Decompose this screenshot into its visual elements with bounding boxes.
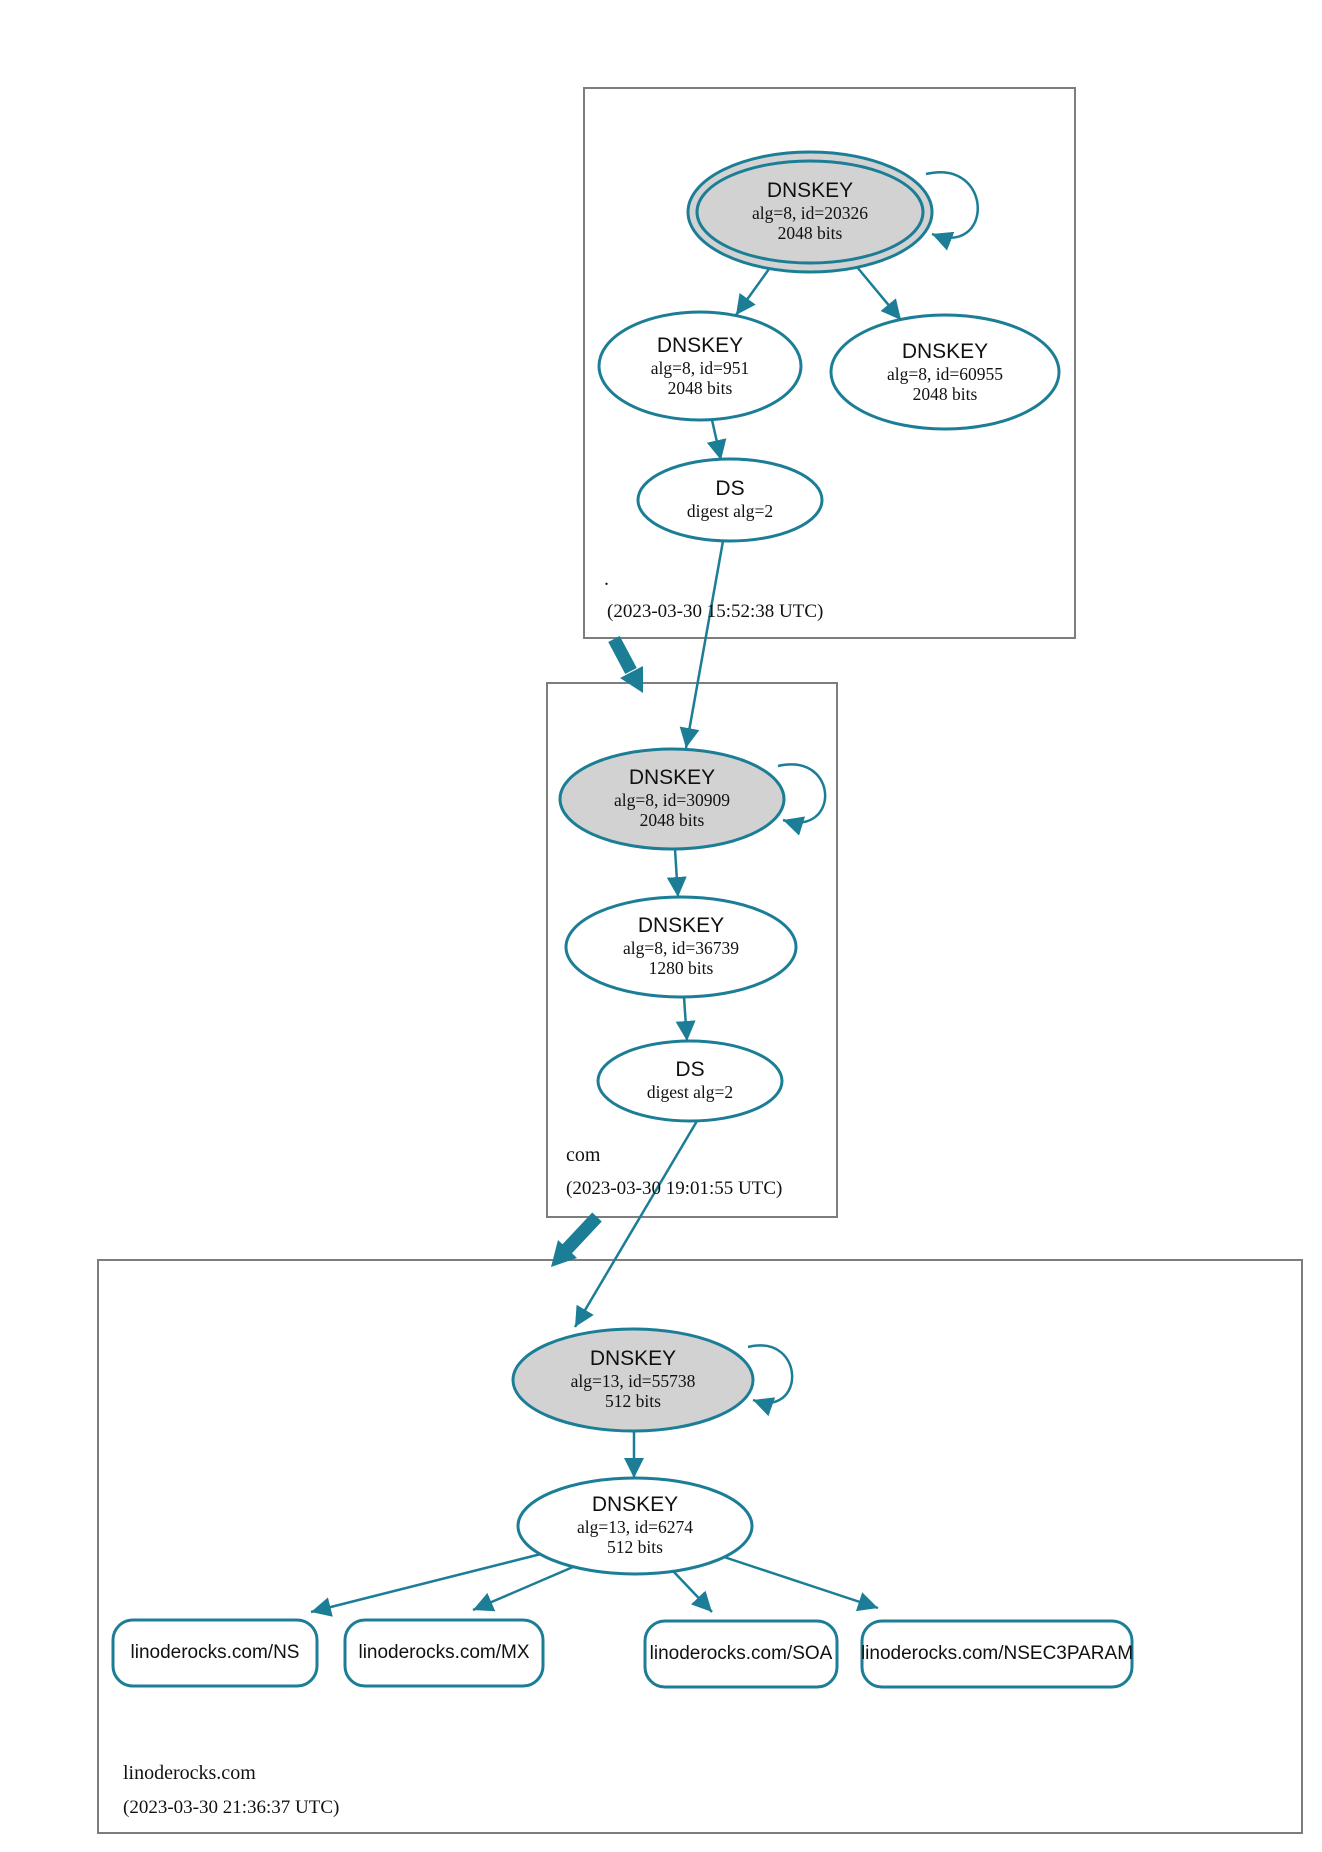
edge-6274-to-mx: [472, 1565, 574, 1612]
rrset-soa-label: linoderocks.com/SOA: [649, 1643, 833, 1664]
node-dnskey-20326-inner-ring: [695, 159, 925, 265]
node-dnskey-20326: [686, 150, 934, 274]
zone-box-com: [546, 682, 838, 1218]
dnskey-30909-bits: 2048 bits: [639, 810, 705, 830]
label-dnskey-6274: DNSKEY alg=13, id=6274 512 bits: [577, 1493, 693, 1557]
edge-zone-root-to-com-head: [620, 666, 643, 693]
label-ds-root: DS digest alg=2: [687, 477, 773, 521]
dnskey-30909-title: DNSKEY: [628, 766, 716, 789]
edge-zone-root-to-com: [608, 635, 637, 675]
edge-selfsign-30909: [777, 763, 827, 836]
dnskey-60955-alg-id: alg=8, id=60955: [887, 364, 1003, 384]
ds-com-digest: digest alg=2: [646, 1082, 734, 1102]
edge-ds-com-to-dnskey-55738: [573, 1120, 699, 1328]
node-dnskey-36739: [564, 895, 798, 999]
ds-com-title: DS: [675, 1058, 705, 1081]
dnskey-951-alg-id: alg=8, id=951: [650, 358, 750, 378]
ds-root-digest: digest alg=2: [686, 501, 774, 521]
edge-selfsign-20326: [925, 171, 979, 251]
node-dnskey-60955: [829, 313, 1061, 431]
dnskey-6274-title: DNSKEY: [591, 1493, 679, 1516]
edge-selfsign-55738: [747, 1344, 794, 1417]
edge-zone-com-to-linoderocks: [562, 1212, 602, 1254]
label-dnskey-55738: DNSKEY alg=13, id=55738 512 bits: [571, 1347, 696, 1411]
dnskey-20326-title: DNSKEY: [766, 179, 854, 202]
rrset-ns-label: linoderocks.com/NS: [130, 1642, 300, 1663]
dnskey-36739-title: DNSKEY: [637, 914, 725, 937]
ds-root-title: DS: [715, 477, 745, 500]
dnskey-60955-bits: 2048 bits: [912, 384, 978, 404]
label-dnskey-30909: DNSKEY alg=8, id=30909 2048 bits: [614, 766, 730, 830]
edge-36739-to-ds: [675, 996, 696, 1042]
node-dnskey-30909: [558, 747, 786, 851]
node-dnskey-951: [597, 310, 803, 422]
edge-6274-to-nsec3param: [723, 1555, 879, 1612]
edge-20326-to-60955: [856, 266, 902, 321]
rrset-mx-label: linoderocks.com/MX: [358, 1642, 530, 1663]
zone-name-root: .: [604, 568, 609, 590]
node-rrset-mx: [343, 1618, 545, 1688]
label-dnskey-60955: DNSKEY alg=8, id=60955 2048 bits: [887, 340, 1003, 404]
dnskey-30909-alg-id: alg=8, id=30909: [614, 790, 730, 810]
edge-951-to-ds: [706, 419, 727, 461]
dnskey-36739-alg-id: alg=8, id=36739: [623, 938, 739, 958]
dnskey-55738-title: DNSKEY: [589, 1347, 677, 1370]
dnskey-20326-bits: 2048 bits: [777, 223, 843, 243]
dnskey-55738-bits: 512 bits: [605, 1391, 661, 1411]
dnskey-60955-title: DNSKEY: [901, 340, 989, 363]
label-dnskey-20326: DNSKEY alg=8, id=20326 2048 bits: [752, 179, 868, 243]
zone-timestamp-com: (2023-03-30 19:01:55 UTC): [566, 1178, 783, 1199]
dnskey-36739-bits: 1280 bits: [648, 958, 714, 978]
zone-timestamp-root: (2023-03-30 15:52:38 UTC): [607, 601, 824, 622]
node-rrset-nsec3param: [860, 1619, 1134, 1689]
node-rrset-ns: [111, 1618, 319, 1688]
zone-name-linoderocks: linoderocks.com: [123, 1762, 256, 1784]
node-rrset-soa: [643, 1619, 839, 1689]
rrset-nsec3param-label: linoderocks.com/NSEC3PARAM: [860, 1643, 1134, 1664]
edge-zone-com-to-linoderocks-head: [551, 1240, 577, 1267]
label-dnskey-951: DNSKEY alg=8, id=951 2048 bits: [651, 334, 749, 398]
label-ds-com: DS digest alg=2: [647, 1058, 733, 1102]
node-ds-root: [636, 457, 824, 543]
zone-box-root: [583, 87, 1076, 639]
edge-6274-to-soa: [672, 1570, 713, 1613]
dnskey-951-title: DNSKEY: [656, 334, 744, 357]
dnskey-20326-alg-id: alg=8, id=20326: [752, 203, 868, 223]
edge-30909-to-36739: [666, 848, 687, 898]
zone-name-com: com: [566, 1144, 601, 1166]
label-dnskey-36739: DNSKEY alg=8, id=36739 1280 bits: [623, 914, 739, 978]
node-ds-com: [596, 1039, 784, 1123]
dnskey-951-bits: 2048 bits: [667, 378, 733, 398]
zone-timestamp-linoderocks: (2023-03-30 21:36:37 UTC): [123, 1797, 340, 1818]
edge-20326-to-951: [734, 268, 771, 316]
edge-6274-to-ns: [310, 1552, 542, 1617]
dnskey-6274-bits: 512 bits: [607, 1537, 663, 1557]
dnskey-55738-alg-id: alg=13, id=55738: [570, 1371, 696, 1391]
dnskey-6274-alg-id: alg=13, id=6274: [577, 1517, 693, 1537]
zone-box-linoderocks: [97, 1259, 1303, 1834]
edge-ds-root-to-dnskey-30909: [679, 540, 725, 749]
